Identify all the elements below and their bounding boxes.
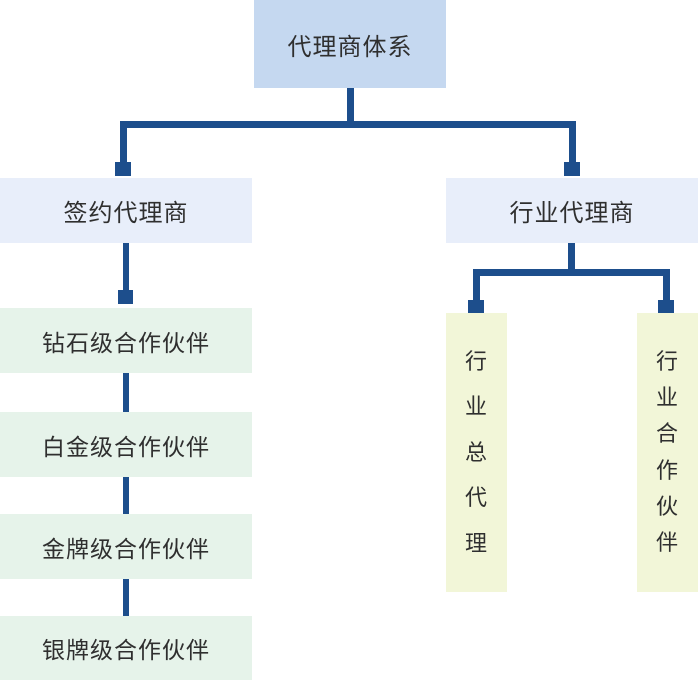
connector-contracted-stem	[123, 243, 129, 290]
node-industry-partner-label: 行业合作伙伴	[655, 348, 679, 556]
node-industry-general-agent-label: 行业总代理	[464, 348, 488, 556]
connector-main-rail	[120, 121, 576, 128]
connector-industry-right-foot	[658, 300, 674, 313]
node-gold-partner-label: 金牌级合作伙伴	[42, 535, 210, 562]
connector-left-foot	[115, 162, 131, 176]
node-diamond-partner: 钻石级合作伙伴	[0, 308, 252, 373]
connector-right-drop	[569, 128, 576, 162]
node-industry-partner: 行业合作伙伴	[637, 313, 698, 592]
node-industry-general-agent: 行业总代理	[446, 313, 507, 592]
connector-industry-left-drop	[473, 276, 480, 300]
node-platinum-partner: 白金级合作伙伴	[0, 412, 252, 477]
node-industry-agents: 行业代理商	[446, 178, 698, 243]
connector-industry-right-drop	[663, 276, 670, 300]
node-silver-partner-label: 银牌级合作伙伴	[42, 637, 210, 663]
connector-diamond-platinum	[123, 373, 129, 412]
node-gold-partner: 金牌级合作伙伴	[0, 514, 252, 579]
node-diamond-partner-label: 钻石级合作伙伴	[42, 329, 210, 356]
node-silver-partner: 银牌级合作伙伴	[0, 616, 252, 680]
node-contracted-agents: 签约代理商	[0, 178, 252, 243]
connector-right-foot	[564, 162, 580, 176]
connector-gold-silver	[123, 579, 129, 616]
node-agent-system: 代理商体系	[254, 0, 446, 88]
connector-industry-stem	[568, 243, 575, 276]
connector-contracted-foot	[118, 290, 133, 304]
node-platinum-partner-label: 白金级合作伙伴	[42, 433, 210, 460]
connector-root-stem	[347, 88, 354, 128]
node-industry-agents-label: 行业代理商	[509, 200, 635, 227]
node-contracted-agents-label: 签约代理商	[63, 200, 189, 227]
connector-industry-left-foot	[468, 300, 484, 313]
node-agent-system-label: 代理商体系	[287, 33, 413, 61]
connector-platinum-gold	[123, 477, 129, 514]
connector-industry-rail	[473, 269, 670, 276]
connector-left-drop	[120, 128, 127, 162]
